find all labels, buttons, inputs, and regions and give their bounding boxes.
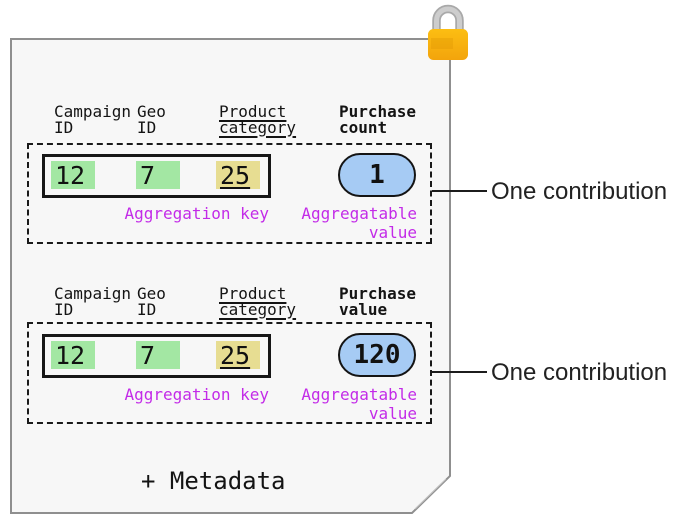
contribution-box-1 <box>27 143 432 244</box>
purchase-value-pill: 120 <box>338 333 416 377</box>
campaign-id-cell: 12 <box>51 161 95 190</box>
geo-id-cell: 7 <box>136 161 180 190</box>
aggregation-key-label-2: Aggregation key <box>124 385 270 404</box>
sheet-outline <box>10 38 451 514</box>
contribution-box-2 <box>27 322 432 424</box>
callout-line-1 <box>432 190 487 192</box>
aggregation-key-row-2 <box>42 334 271 378</box>
aggregation-key-label-1: Aggregation key <box>124 204 270 223</box>
campaign-id-cell: 12 <box>51 341 95 370</box>
purchase-count-pill: 1 <box>338 153 416 197</box>
callout-line-2 <box>432 371 487 373</box>
one-contribution-label-1: One contribution <box>491 178 668 205</box>
sheet-fold-crease <box>414 478 447 510</box>
product-category-cell: 25 <box>216 341 260 370</box>
geo-id-cell: 7 <box>136 341 180 370</box>
padlock-icon <box>428 4 468 60</box>
product-category-cell: 25 <box>216 161 260 190</box>
aggregation-key-row-1 <box>42 154 271 198</box>
metadata-label: + Metadata <box>141 467 286 495</box>
one-contribution-label-2: One contribution <box>491 359 668 386</box>
